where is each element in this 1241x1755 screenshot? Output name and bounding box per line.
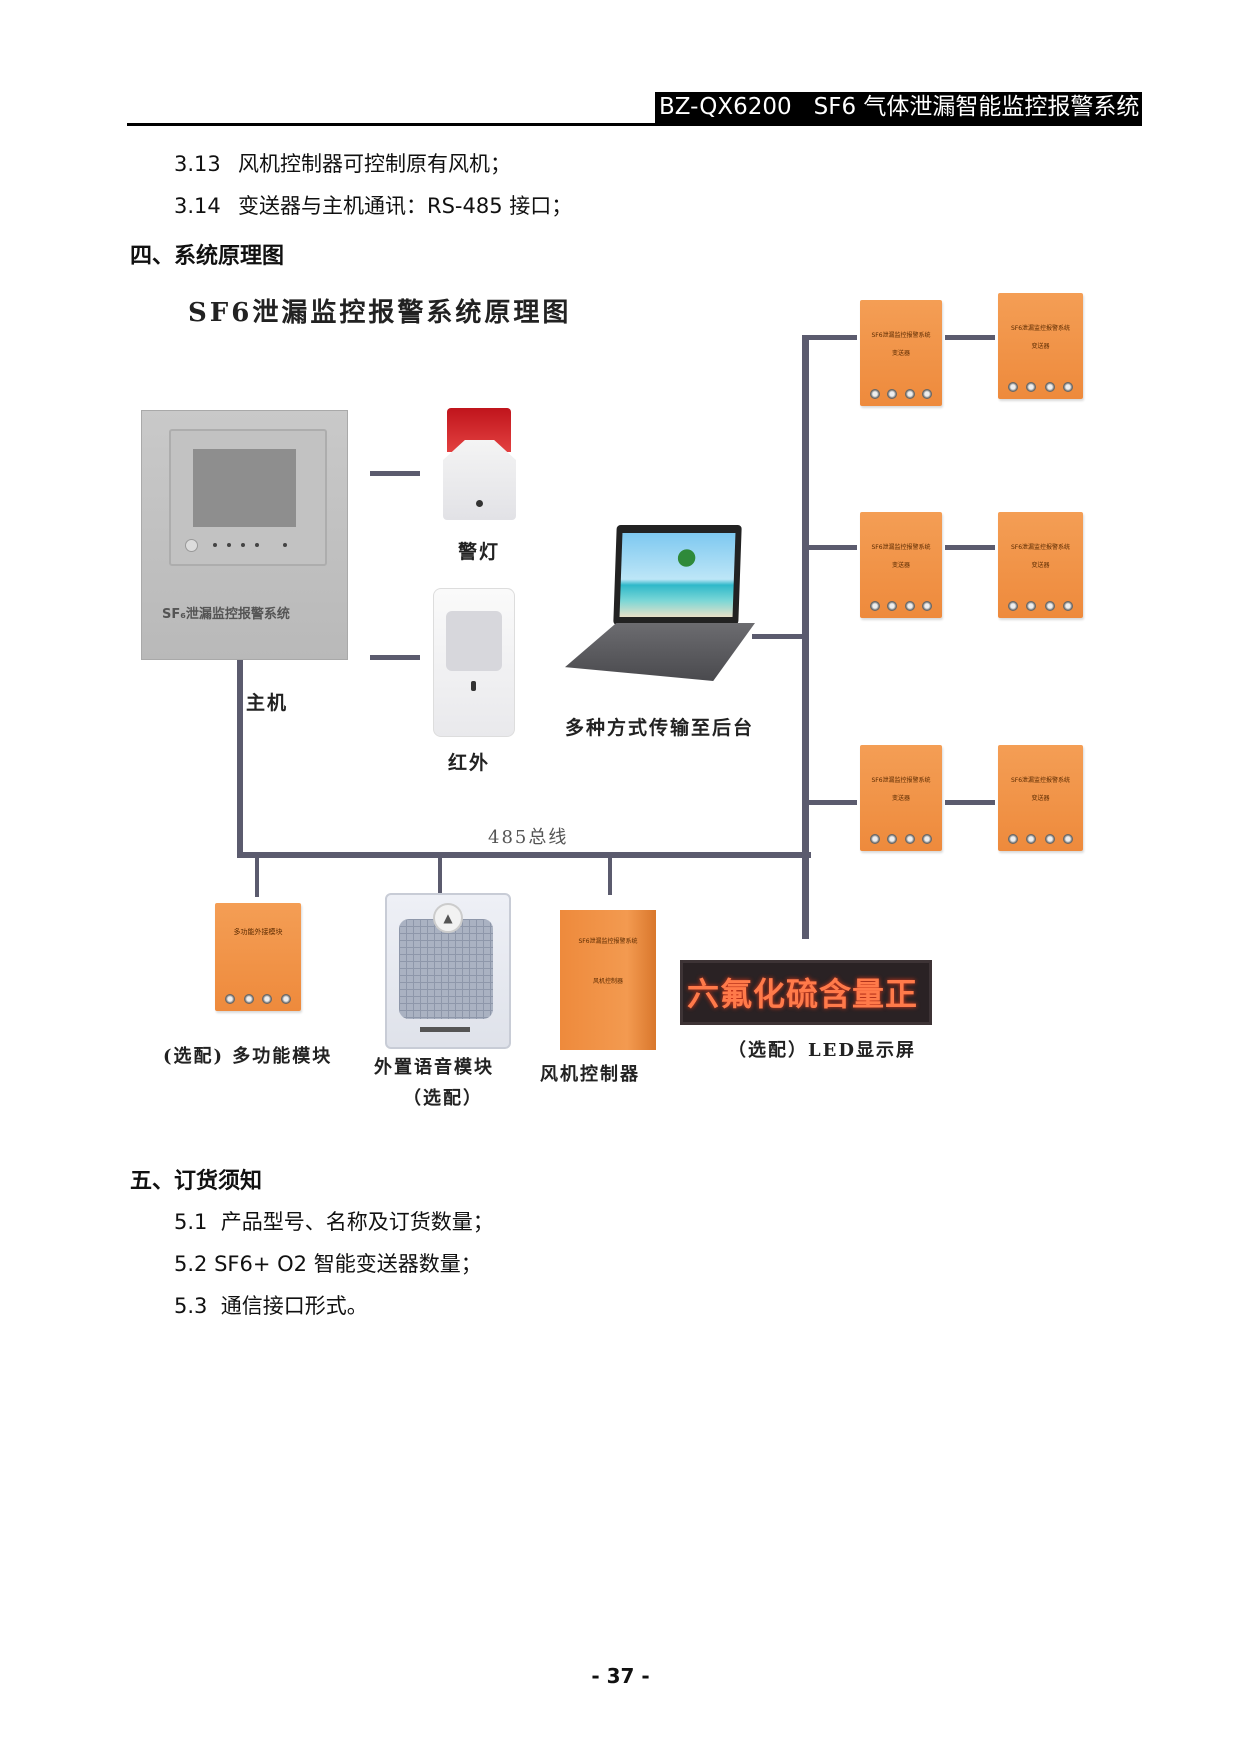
transmitter-box: SF6泄漏监控报警系统变送器 — [860, 512, 942, 618]
order-item: 5.2 SF6+ O2 智能变送器数量； — [174, 1252, 482, 1276]
bus-drop-wire — [608, 855, 612, 895]
laptop-caption: 多种方式传输至后台 — [565, 717, 755, 739]
multifunction-module-caption: (选配) 多功能模块 — [163, 1046, 333, 1067]
bus-drop-wire — [255, 855, 259, 897]
bus-drop-wire — [438, 855, 442, 895]
speaker-icon: ▲ — [385, 893, 511, 1049]
ir-sensor-caption: 红外 — [448, 752, 491, 774]
host-power-button — [185, 539, 198, 552]
led-display-caption: （选配）LED显示屏 — [728, 1040, 916, 1061]
voice-module-optional: （选配） — [403, 1088, 483, 1109]
multifunction-module-box: 多功能外接模块 — [215, 903, 301, 1011]
transmitter-box: SF6泄漏监控报警系统变送器 — [998, 745, 1083, 851]
diagram-title: SF6泄漏监控报警系统原理图 — [188, 298, 572, 328]
header-title-bar: BZ-QX6200 SF6 气体泄漏智能监控报警系统 — [655, 92, 1142, 123]
order-item: 5.3 通信接口形式。 — [174, 1294, 368, 1318]
host-screen — [193, 449, 296, 527]
host-cabinet: SF₆泄漏监控报警系统 — [141, 410, 348, 660]
led-display: 六氟化硫含量正 — [680, 960, 932, 1025]
laptop-link-wire — [752, 634, 804, 639]
indicator-led — [255, 543, 259, 547]
header-title: SF6 气体泄漏智能监控报警系统 — [813, 94, 1140, 120]
indicator-led — [227, 543, 231, 547]
led-screen-text: 六氟化硫含量正 — [687, 975, 919, 1013]
alarm-light-caption: 警灯 — [458, 541, 501, 563]
fan-controller-caption: 风机控制器 — [540, 1064, 640, 1085]
indicator-led — [283, 543, 287, 547]
laptop-icon — [565, 525, 755, 685]
transmitter-chain-wire — [945, 800, 995, 805]
indicator-led — [213, 543, 217, 547]
ir-link-wire — [370, 655, 420, 660]
alarm-light-icon — [443, 408, 516, 520]
order-item: 5.1 产品型号、名称及订货数量； — [174, 1210, 494, 1234]
bus-label: 485总线 — [488, 827, 569, 848]
fan-controller-box: SF6泄漏监控报警系统 风机控制器 — [560, 910, 656, 1050]
rs485-bus-wire — [237, 852, 811, 858]
voice-module-caption: 外置语音模块 — [374, 1057, 494, 1078]
host-down-wire — [237, 660, 243, 858]
host-front-panel — [169, 429, 327, 566]
transmitter-chain-wire — [945, 335, 995, 340]
ir-sensor-icon — [433, 588, 515, 737]
trunk-branch-wire — [805, 800, 857, 805]
header-model: BZ-QX6200 — [659, 94, 792, 120]
alarm-link-wire — [370, 471, 420, 476]
transmitter-box: SF6泄漏监控报警系统变送器 — [998, 293, 1083, 399]
host-caption: 主机 — [246, 692, 289, 714]
indicator-led — [241, 543, 245, 547]
transmitter-box: SF6泄漏监控报警系统变送器 — [860, 300, 942, 406]
page-number: - 37 - — [591, 1664, 650, 1688]
section-heading: 四、系统原理图 — [130, 244, 285, 269]
transmitter-chain-wire — [945, 545, 995, 550]
transmitter-box: SF6泄漏监控报警系统变送器 — [998, 512, 1083, 618]
trunk-branch-wire — [805, 545, 857, 550]
header-rule — [127, 123, 1142, 126]
trunk-wire — [802, 335, 809, 939]
section-heading: 五、订货须知 — [130, 1169, 263, 1194]
transmitter-box: SF6泄漏监控报警系统变送器 — [860, 745, 942, 851]
trunk-branch-wire — [805, 335, 857, 340]
host-panel-label: SF₆泄漏监控报警系统 — [162, 607, 290, 622]
